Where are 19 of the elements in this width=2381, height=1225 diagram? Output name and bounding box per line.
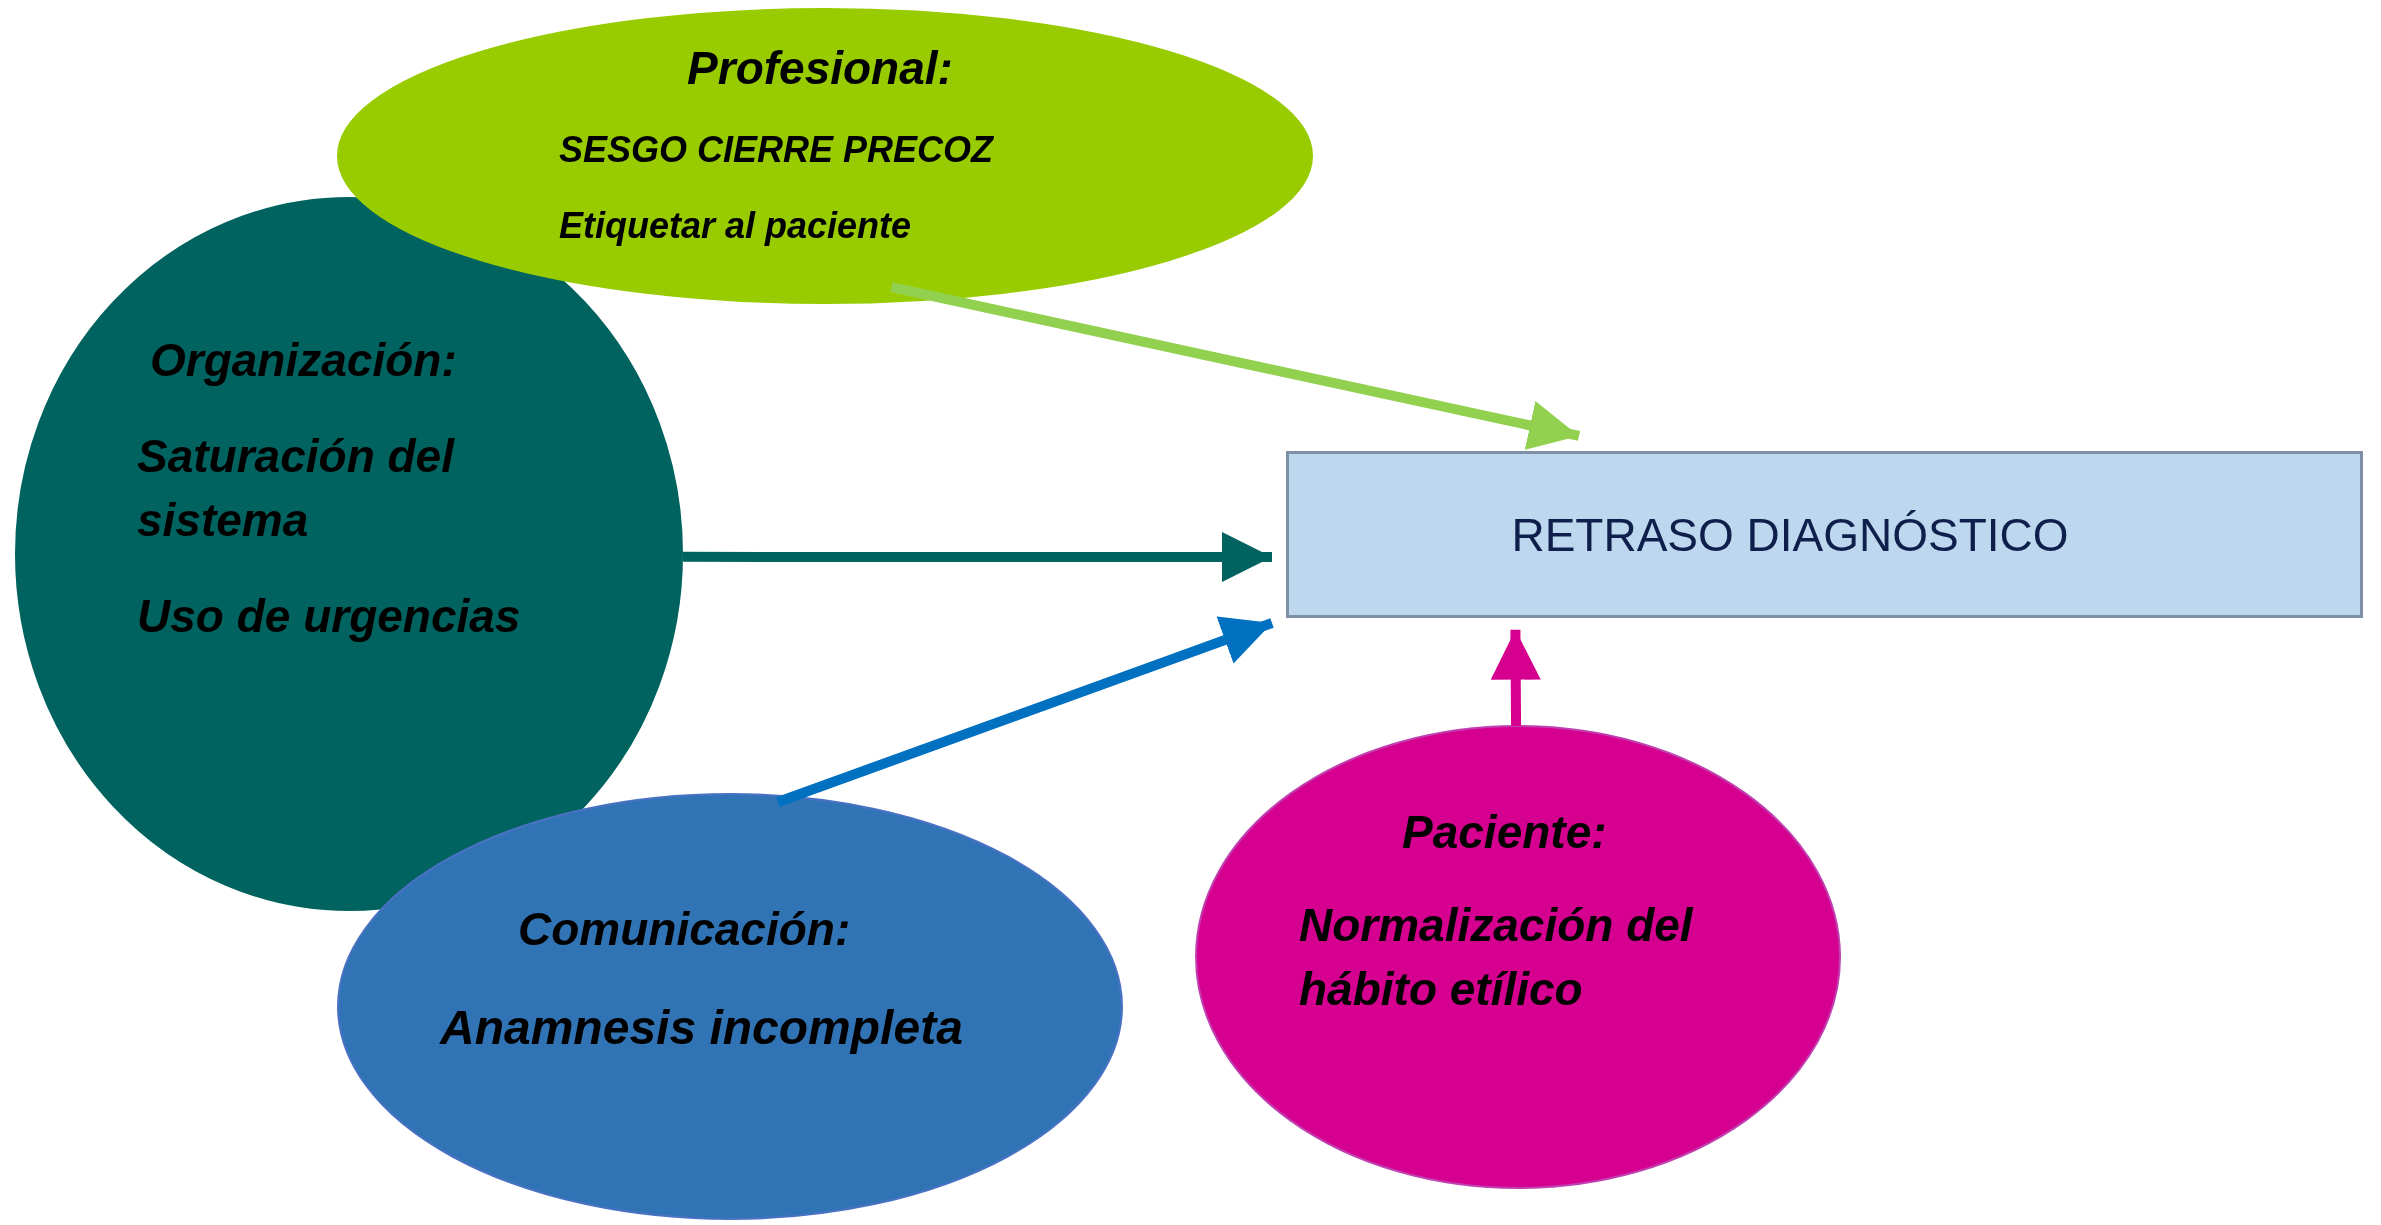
- ellipse: [1195, 725, 1841, 1189]
- label-text: Normalización del hábito etílico: [1299, 898, 1695, 1017]
- heading: Comunicación:: [518, 902, 852, 957]
- label-text: Anamnesis incompleta: [440, 1000, 964, 1056]
- label-text: Uso de urgencias: [137, 589, 522, 644]
- ellipse: [337, 793, 1123, 1220]
- process-box: [1286, 451, 2363, 618]
- label-text: RETRASO DIAGNÓSTICO: [1510, 508, 2070, 563]
- arrow: [776, 616, 1274, 807]
- heading: Profesional:: [686, 41, 954, 96]
- arrow: [683, 532, 1272, 583]
- ellipse: [337, 8, 1313, 304]
- label-text: SESGO CIERRE PRECOZ: [559, 128, 995, 172]
- arrow: [1490, 629, 1541, 726]
- label-text: Saturación del sistema: [137, 429, 456, 548]
- arrow: [890, 282, 1580, 450]
- heading: Paciente:: [1402, 805, 1608, 860]
- heading: Organización:: [150, 333, 458, 388]
- label-text: Etiquetar al paciente: [559, 204, 913, 248]
